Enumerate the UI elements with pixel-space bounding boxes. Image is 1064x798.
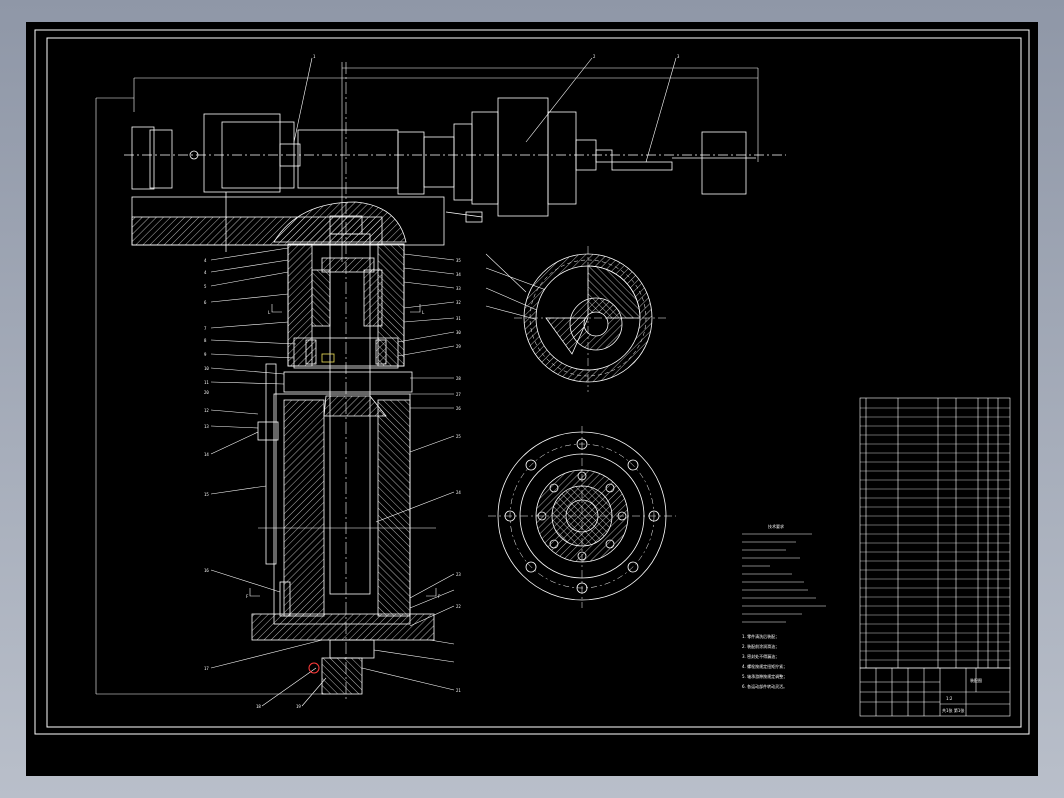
outer-frame <box>34 29 1030 735</box>
note-line: 6. 各运动部件转动灵活。 <box>742 683 787 689</box>
balloon-label: 24 <box>456 490 461 495</box>
balloon-label: 10 <box>204 366 209 371</box>
note-line: 5. 轴承游隙按规定调整； <box>742 673 787 679</box>
balloon-label: 7 <box>204 326 207 331</box>
leaders-left <box>210 247 327 707</box>
balloon-label: 11 <box>204 380 209 385</box>
section-mark-label: L <box>422 310 425 315</box>
balloon-label: 31 <box>456 316 461 321</box>
section-marks <box>249 304 437 597</box>
balloon-label: 6 <box>204 300 207 305</box>
balloon-label: 18 <box>256 704 261 709</box>
highlight-marker <box>308 662 320 674</box>
main-column-section <box>251 62 436 702</box>
parts-list-rows <box>860 407 1010 661</box>
balloon-label: 30 <box>456 330 461 335</box>
balloon-label: 26 <box>456 406 461 411</box>
drawing-sheet: 共1张 第1张 <box>942 707 964 713</box>
balloon-label: 4 <box>204 270 207 275</box>
balloon-label: 29 <box>456 344 461 349</box>
title-block <box>859 667 1011 717</box>
section-mark-label: F <box>438 594 441 599</box>
balloon-label: 13 <box>204 424 209 429</box>
balloon-label: 27 <box>456 392 461 397</box>
bolt-holes <box>504 438 660 594</box>
balloon-label: 4 <box>204 258 207 263</box>
balloon-label: 20 <box>204 390 209 395</box>
balloon-label: 22 <box>456 604 461 609</box>
drawing-scale: 1:2 <box>946 696 953 701</box>
balloon-label: 3 <box>677 54 680 59</box>
notes-title: 技术要求 <box>768 523 784 529</box>
technical-notes: 技术要求 1. 零件清洗后装配； 2. 装配前涂润滑油； 3. 密封处不得漏油；… <box>742 523 826 689</box>
balloon-label: 8 <box>204 338 207 343</box>
drive-assembly <box>124 97 786 252</box>
section-mark-label: F <box>246 594 249 599</box>
balloon-label: 28 <box>456 376 461 381</box>
note-line: 3. 密封处不得漏油； <box>742 653 779 659</box>
balloon-label: 32 <box>456 300 461 305</box>
balloon-label: 12 <box>204 408 209 413</box>
inner-frame <box>46 37 1022 728</box>
section-mark-label: L <box>268 310 271 315</box>
balloon-label: 9 <box>204 352 207 357</box>
balloon-label: 14 <box>204 452 209 457</box>
note-line: 4. 螺栓按规定扭矩拧紧； <box>742 663 787 669</box>
drawing-name: 装配图 <box>970 677 982 683</box>
balloon-label: 17 <box>204 666 209 671</box>
parts-list <box>859 397 1011 669</box>
balloon-label: 16 <box>204 568 209 573</box>
balloon-label: 15 <box>204 492 209 497</box>
balloon-label: 34 <box>456 272 461 277</box>
balloon-label: 19 <box>296 704 301 709</box>
balloon-label: 1 <box>313 54 316 59</box>
overall-dimensions <box>95 62 759 695</box>
cad-viewport[interactable]: 4 4 5 6 7 8 9 10 11 12 13 14 15 16 17 18… <box>26 22 1038 776</box>
balloons-top: 1 2 3 <box>313 54 680 59</box>
balloons-right: 35 34 33 32 31 30 29 28 27 26 25 24 23 2… <box>456 258 461 693</box>
assembly-drawing: 4 4 5 6 7 8 9 10 11 12 13 14 15 16 17 18… <box>34 29 1030 735</box>
note-line: 1. 零件清洗后装配； <box>742 633 779 639</box>
balloon-label: 21 <box>456 688 461 693</box>
balloon-label: 2 <box>593 54 596 59</box>
highlight-marker <box>321 353 335 363</box>
balloon-label: 25 <box>456 434 461 439</box>
balloon-label: 33 <box>456 286 461 291</box>
balloon-label: 35 <box>456 258 461 263</box>
flange-view <box>488 426 676 608</box>
note-line: 2. 装配前涂润滑油； <box>742 643 779 649</box>
balloon-label: 5 <box>204 284 207 289</box>
balloon-label: 23 <box>456 572 461 577</box>
balloons-left: 4 4 5 6 7 8 9 10 11 12 13 14 15 16 17 18… <box>204 258 301 709</box>
section-view-upper <box>514 246 666 392</box>
